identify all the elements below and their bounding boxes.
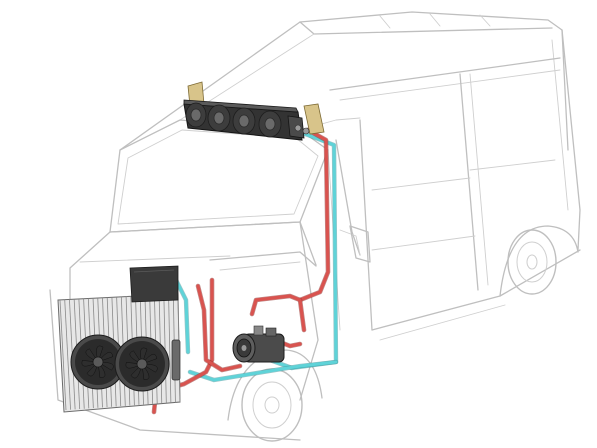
rear-wheel [507, 229, 557, 295]
van-body-outline [49, 11, 581, 441]
condenser-fan-left [70, 334, 126, 390]
condenser-fin [64, 299, 71, 410]
front-wheel [241, 368, 303, 442]
rooftop-evaporator-unit [183, 81, 325, 141]
condenser-fin [168, 294, 172, 403]
hood-panel [129, 265, 179, 303]
condenser-fin [59, 299, 67, 411]
condenser-fan-right [114, 336, 170, 392]
condenser-fin [163, 294, 167, 403]
engine-compressor [232, 325, 285, 363]
